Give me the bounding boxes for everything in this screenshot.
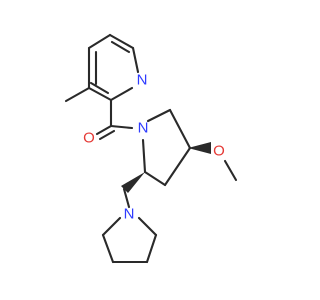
bond-pyrrolidinyl-bottom-right bbox=[145, 233, 158, 264]
bond-pyrrolidinyl-right bbox=[137, 216, 158, 237]
wedge-methoxy bbox=[188, 142, 211, 154]
pyridine-nitrogen-label: N bbox=[137, 72, 148, 89]
methoxy-oxygen-label: O bbox=[213, 143, 225, 160]
wedge-side-chain bbox=[121, 172, 145, 193]
bond-pyrrolidinyl-bottom-left bbox=[101, 233, 115, 264]
bond-pyridine-right-lower bbox=[109, 86, 134, 102]
bond-pyridine-top-left bbox=[87, 33, 112, 50]
bond-pyrrolidinyl-left bbox=[101, 216, 122, 237]
bond-pyridine-bottom bbox=[87, 86, 113, 102]
bond-methoxy-o-me bbox=[223, 159, 238, 182]
bond-methyl bbox=[64, 86, 91, 103]
bond-pyridine-top-right bbox=[131, 46, 140, 74]
molecule-structure: N O N O N bbox=[64, 33, 238, 264]
bond-ring-left-n bbox=[141, 138, 147, 174]
bond-ring-upper-right bbox=[168, 108, 192, 150]
bond-ring-n-upper bbox=[146, 108, 172, 123]
bond-ring-right-bottom bbox=[163, 146, 192, 187]
carbonyl-oxygen-label: O bbox=[83, 130, 95, 147]
bond-ring-bottom-left bbox=[143, 170, 167, 187]
molecule-diagram: N O N O N bbox=[64, 33, 238, 264]
bond-carbonyl-double-1 bbox=[95, 124, 113, 136]
bond-pyridine-bottom-inner bbox=[89, 81, 110, 95]
bond-carbonyl-double-2 bbox=[98, 129, 116, 141]
pyrrolidinyl-nitrogen-label: N bbox=[124, 206, 135, 223]
pyrrolidine-nitrogen-label: N bbox=[138, 120, 149, 137]
bond-pyridine-top-inner bbox=[110, 40, 131, 54]
bond-carbonyl-to-n bbox=[109, 124, 134, 130]
bond-side-chain-to-n bbox=[122, 187, 131, 209]
bond-pyridine-top bbox=[108, 33, 135, 50]
